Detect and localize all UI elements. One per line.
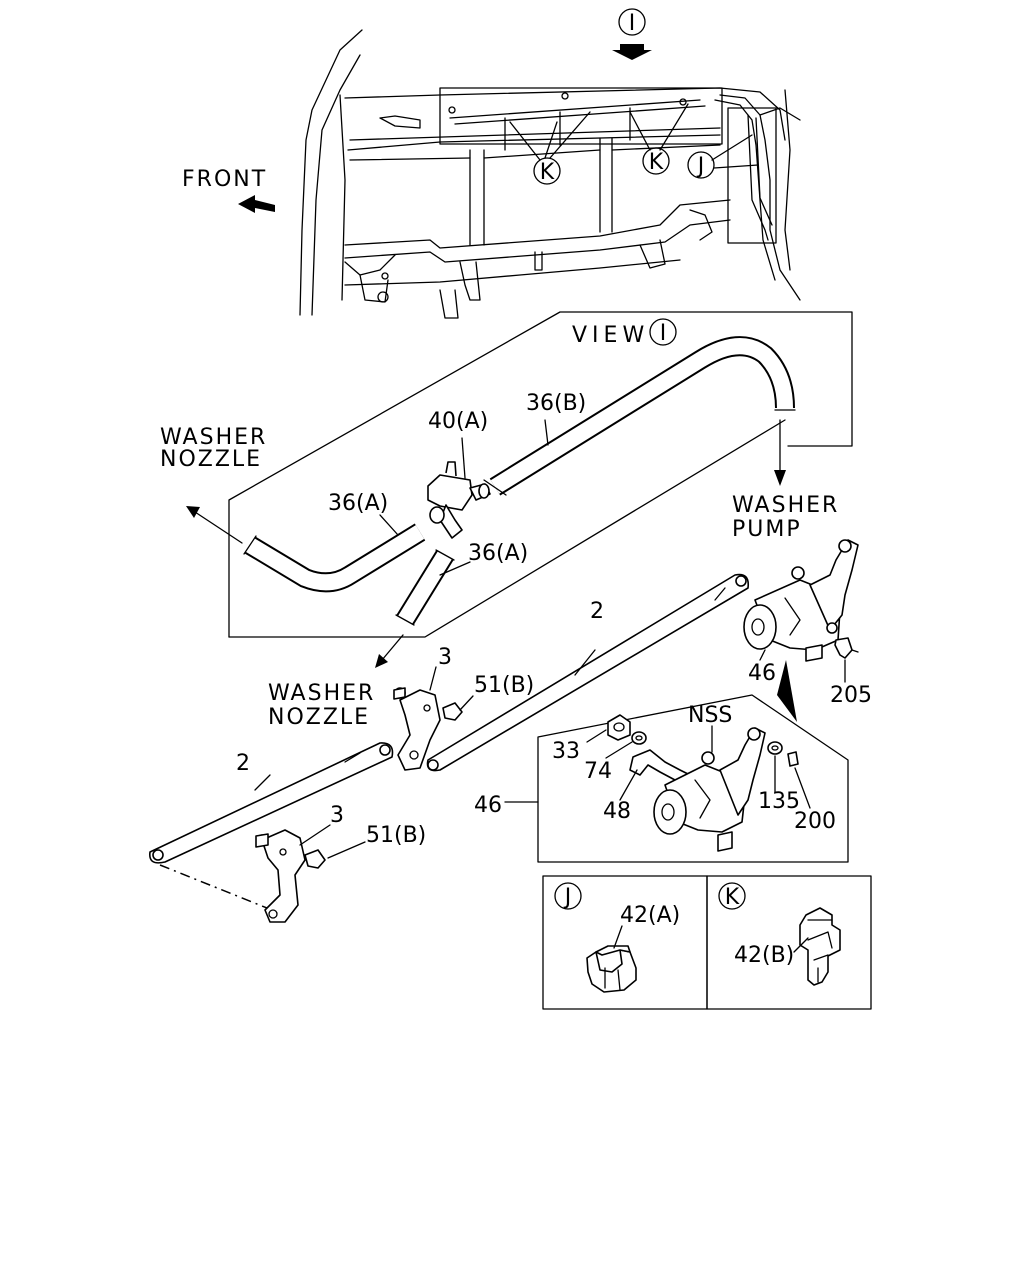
part-label-51b-upper: 51(B) <box>474 673 534 698</box>
vehicle-cowl-view <box>238 8 801 319</box>
part-label-42b: 42(B) <box>734 943 794 968</box>
motor-detail-box <box>504 694 849 863</box>
part-label-51b-lower: 51(B) <box>366 823 426 848</box>
part-label-36a-down: 36(A) <box>468 541 528 566</box>
part-label-36a-left: 36(A) <box>328 491 388 516</box>
part-label-3-upper: 3 <box>438 645 452 670</box>
view-marker-k-right: K <box>649 150 664 175</box>
view-i-panel <box>186 311 853 668</box>
part-label-46-callout: 46 <box>474 793 502 818</box>
view-marker-k-detail: K <box>725 885 740 910</box>
part-label-nss: NSS <box>688 703 732 728</box>
view-word-label: VIEW <box>572 323 649 348</box>
view-marker-k-left: K <box>540 160 555 185</box>
part-label-200: 200 <box>794 809 836 834</box>
view-marker-j-top: J <box>696 154 705 179</box>
wiper-linkage-assembly <box>148 539 859 923</box>
part-label-74: 74 <box>584 759 612 784</box>
washer-nozzle-label-mid-2: NOZZLE <box>268 705 370 730</box>
part-label-33: 33 <box>552 739 580 764</box>
washer-nozzle-label-mid-1: WASHER <box>268 681 375 706</box>
washer-pump-label-2: PUMP <box>732 517 802 542</box>
part-label-48: 48 <box>603 799 631 824</box>
view-marker-i-panel: I <box>660 321 667 346</box>
part-label-2-lower: 2 <box>236 751 250 776</box>
part-label-42a: 42(A) <box>620 903 680 928</box>
part-label-40a: 40(A) <box>428 409 488 434</box>
part-label-2-upper: 2 <box>590 599 604 624</box>
view-marker-j-detail: J <box>563 885 572 910</box>
clip-detail-boxes <box>542 875 872 1010</box>
washer-pump-label-1: WASHER <box>732 493 839 518</box>
front-label: FRONT <box>182 167 267 192</box>
part-label-36b: 36(B) <box>526 391 586 416</box>
part-label-135: 135 <box>758 789 800 814</box>
part-label-46-motor: 46 <box>748 661 776 686</box>
washer-nozzle-label-top-2: NOZZLE <box>160 447 262 472</box>
washer-nozzle-label-top-1: WASHER <box>160 425 267 450</box>
part-label-205: 205 <box>830 683 872 708</box>
part-label-3-lower: 3 <box>330 803 344 828</box>
view-marker-i-top: I <box>629 11 636 36</box>
